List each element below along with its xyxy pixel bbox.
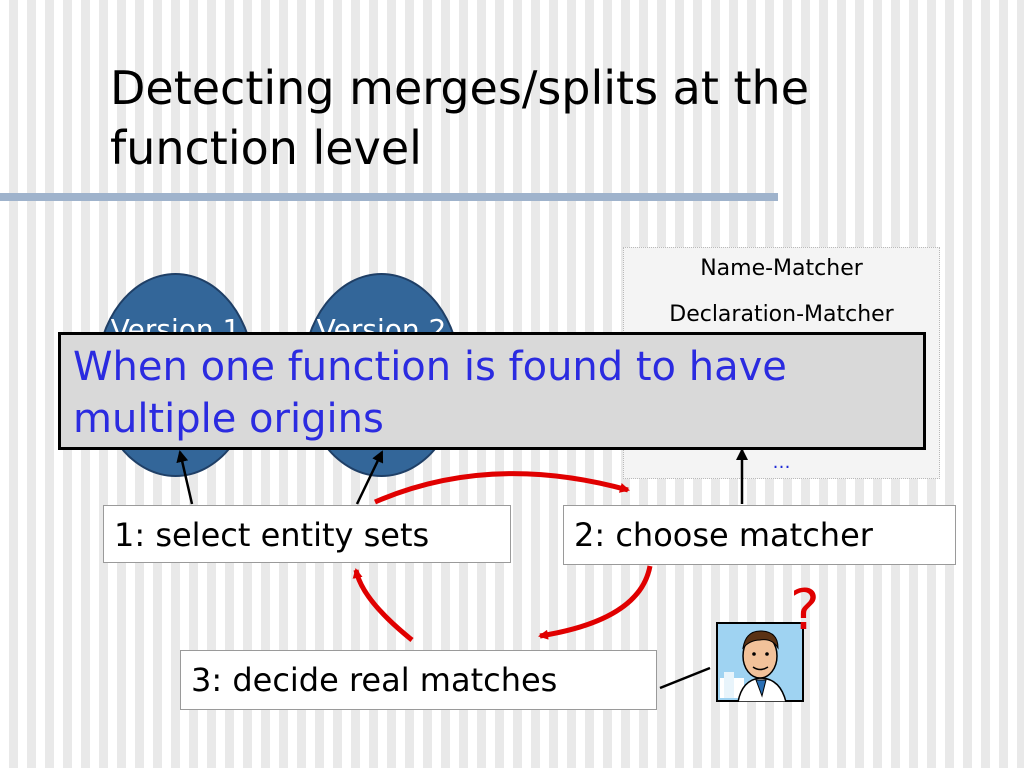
- step1-to-step2-arrow: [374, 471, 630, 505]
- person-clipart-icon: [716, 622, 804, 702]
- slide-title: Detecting merges/splits at the function …: [110, 61, 810, 175]
- matcher-declaration: Declaration-Matcher: [669, 302, 894, 327]
- step3-to-person-line: [659, 666, 711, 690]
- step-2-box: 2: choose matcher: [563, 505, 956, 565]
- callout-box: When one function is found to have multi…: [58, 332, 926, 450]
- step3-to-step1-arrow: [352, 568, 414, 642]
- step2-to-step3-arrow: [538, 565, 653, 640]
- matcher-ellipsis: …: [772, 452, 791, 473]
- step-1-box: 1: select entity sets: [103, 505, 511, 563]
- question-mark: ?: [790, 578, 820, 643]
- matcher-name: Name-Matcher: [700, 256, 863, 281]
- step-3-box: 3: decide real matches: [180, 650, 657, 710]
- title-underline: [0, 193, 778, 201]
